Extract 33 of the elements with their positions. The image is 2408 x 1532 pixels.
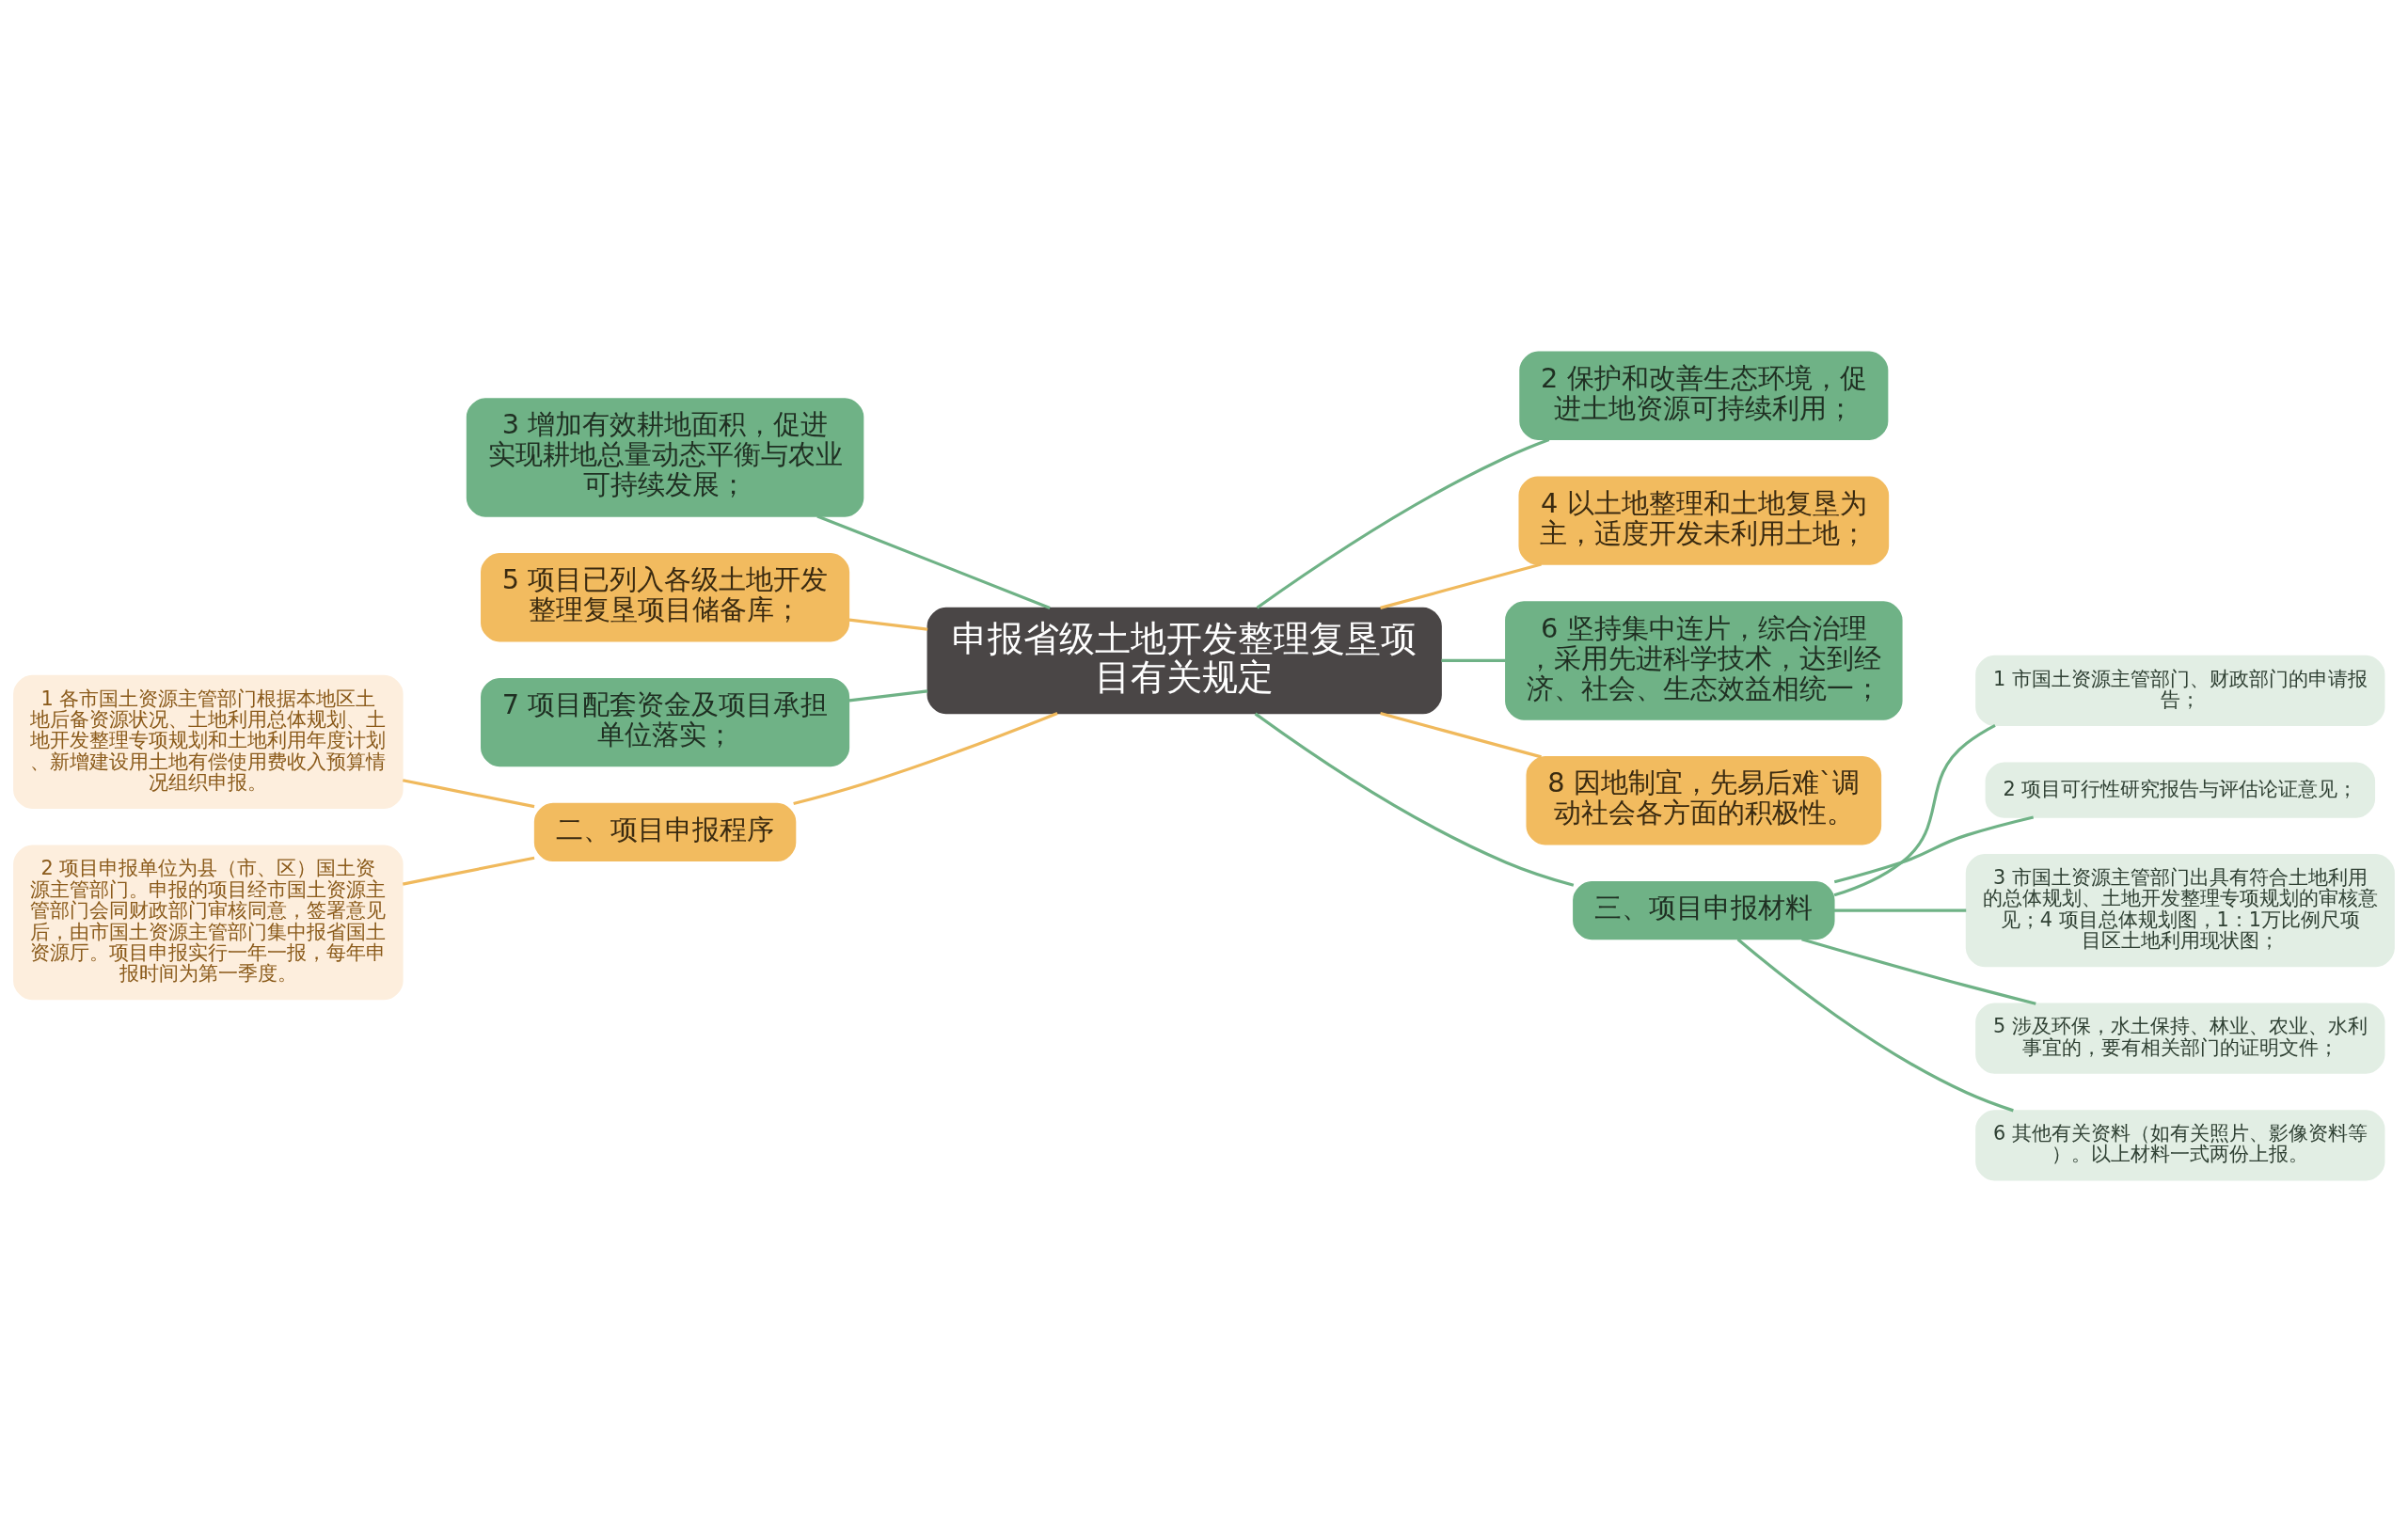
node-box: 5 项目已列入各级土地开发整理复垦项目储备库；	[481, 553, 850, 642]
connector	[1736, 938, 2014, 1113]
node-box: 3 增加有效耕地面积，促进实现耕地总量动态平衡与农业可持续发展；	[466, 398, 864, 517]
node-box: 8 因地制宜，先易后难`调动社会各方面的积极性。	[1526, 756, 1882, 845]
connector	[848, 618, 928, 631]
node-box: 2 项目申报单位为县（市、区）国土资源主管部门。申报的项目经市国土资源主管部门会同财政部门审核同意，签署意见后，由市国土资源主管部门集中报省国土资源厅。项目申报实行一年一报，每年申报时间为第一季度。	[13, 845, 404, 1001]
connector	[848, 689, 928, 703]
node-box: 2 保护和改善生态环境，促进土地资源可持续利用；	[1519, 351, 1889, 441]
node-box: 4 以土地整理和土地复垦为主，适度开发未利用土地；	[1518, 476, 1890, 565]
connector	[1254, 712, 1575, 887]
connector	[1380, 712, 1542, 759]
connector	[402, 779, 535, 809]
node-box: 5 涉及环保，水土保持、林业、农业、水利事宜的，要有相关部门的证明文件；	[1975, 1003, 2385, 1074]
connector	[1380, 562, 1542, 609]
connector	[816, 514, 1051, 609]
connector	[1256, 437, 1550, 609]
node-box: 2 项目可行性研究报告与评估论证意见；	[1985, 762, 2376, 818]
node-box: 6 其他有关资料（如有关照片、影像资料等）。以上材料一式两份上报。	[1975, 1110, 2385, 1181]
node-box: 7 项目配套资金及项目承担单位落实；	[481, 677, 850, 767]
node-box: 1 市国土资源主管部门、财政部门的申请报告；	[1975, 655, 2385, 727]
connector	[1833, 815, 2035, 884]
node-box: 1 各市国土资源主管部门根据本地区土地后备资源状况、土地利用总体规划、土地开发整理专项规划和土地利用年度计划、新增建设用土地有偿使用费收入预算情况组织申报。	[13, 674, 404, 810]
connector	[1801, 938, 2036, 1005]
connector	[402, 856, 535, 886]
node-box: 申报省级土地开发整理复垦项目有关规定	[927, 607, 1442, 715]
connector	[1833, 723, 1996, 897]
node-box: 6 坚持集中连片，综合治理，采用先进科学技术，达到经济、社会、生态效益相统一；	[1505, 601, 1903, 720]
node-box: 3 市国土资源主管部门出具有符合土地利用的总体规划、土地开发整理专项规划的审核意见；4 项目总体规划图，1：1万比例尺项目区土地利用现状图；	[1965, 854, 2395, 968]
node-box: 三、项目申报材料	[1573, 880, 1835, 940]
connector	[1833, 908, 1967, 912]
connector	[1441, 658, 1506, 663]
node-box: 二、项目申报程序	[533, 802, 797, 862]
connector	[793, 712, 1058, 806]
